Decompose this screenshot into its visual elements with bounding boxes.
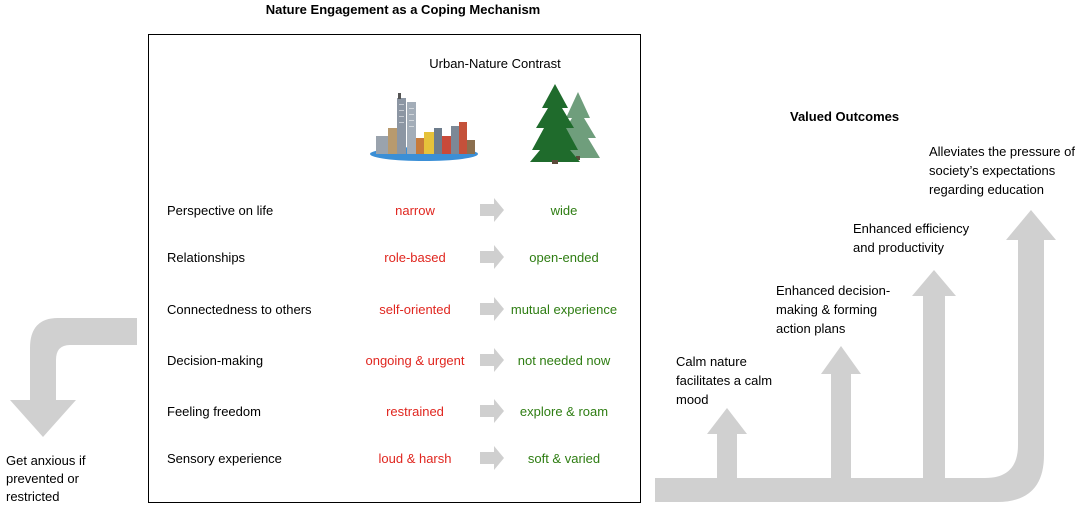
row-label: Sensory experience	[167, 451, 282, 466]
urban-value: loud & harsh	[378, 451, 452, 466]
pine-trees-icon	[530, 84, 600, 164]
anxious-line: prevented or	[6, 471, 79, 486]
anxious-arrow	[10, 318, 137, 437]
outcome-text-2: Enhanced decision- making & forming acti…	[776, 281, 890, 338]
outcome-arrow-3	[912, 270, 956, 296]
row-arrow-6	[480, 446, 504, 470]
outcome-line: mood	[676, 392, 709, 407]
row-arrow-5	[480, 399, 504, 423]
row-label: Decision-making	[167, 353, 264, 368]
outcome-line: making & forming	[776, 302, 878, 317]
nature-value: mutual experience	[510, 302, 618, 317]
anxious-line: restricted	[6, 489, 60, 504]
outcome-line: facilitates a calm	[676, 373, 773, 388]
nature-value: soft & varied	[527, 451, 601, 466]
row-arrow-1	[480, 198, 504, 222]
outcome-arrow-3-stem	[923, 295, 945, 479]
diagram-title: Nature Engagement as a Coping Mechanism	[265, 2, 541, 17]
outcome-line: Enhanced efficiency	[853, 221, 970, 236]
contrast-title: Urban-Nature Contrast	[429, 56, 561, 71]
outcome-line: Calm nature	[676, 354, 747, 369]
outcome-line: Enhanced decision-	[776, 283, 891, 298]
nature-value: open-ended	[529, 250, 599, 265]
urban-value: restrained	[386, 404, 444, 419]
outcome-arrow-4	[1006, 210, 1056, 240]
row-arrow-4	[480, 348, 504, 372]
row-arrow-2	[480, 245, 504, 269]
outcome-line: Alleviates the pressure of	[929, 144, 1075, 159]
row-label: Perspective on life	[167, 203, 274, 218]
nature-value: not needed now	[517, 353, 611, 368]
anxious-text: Get anxious if prevented or restricted	[6, 452, 86, 506]
outcome-text-4: Alleviates the pressure of society’s exp…	[929, 142, 1075, 199]
outcome-text-1: Calm nature facilitates a calm mood	[676, 352, 772, 409]
outcome-line: and productivity	[853, 240, 945, 255]
urban-value: role-based	[384, 250, 446, 265]
outcome-arrow-1	[707, 408, 747, 434]
contrast-box	[148, 34, 641, 503]
outcome-arrow-2	[821, 346, 861, 374]
outcome-arrow-1-stem	[717, 433, 737, 479]
row-label: Feeling freedom	[167, 404, 261, 419]
nature-value: wide	[550, 203, 578, 218]
urban-value: ongoing & urgent	[365, 353, 465, 368]
urban-value: self-oriented	[379, 302, 451, 317]
outcome-base-bar	[655, 238, 1044, 502]
row-label: Connectedness to others	[167, 302, 312, 317]
outcome-arrow-2-stem	[831, 373, 851, 479]
anxious-line: Get anxious if	[6, 453, 86, 468]
urban-value: narrow	[395, 203, 435, 218]
row-arrow-3	[480, 297, 504, 321]
outcome-line: regarding education	[929, 182, 1044, 197]
row-label: Relationships	[167, 250, 246, 265]
outcome-line: society’s expectations	[929, 163, 1056, 178]
nature-value: explore & roam	[519, 404, 609, 419]
outcome-line: action plans	[776, 321, 846, 336]
valued-outcomes-title: Valued Outcomes	[790, 109, 900, 124]
outcome-text-3: Enhanced efficiency and productivity	[853, 219, 969, 257]
city-skyline-icon	[370, 93, 478, 161]
